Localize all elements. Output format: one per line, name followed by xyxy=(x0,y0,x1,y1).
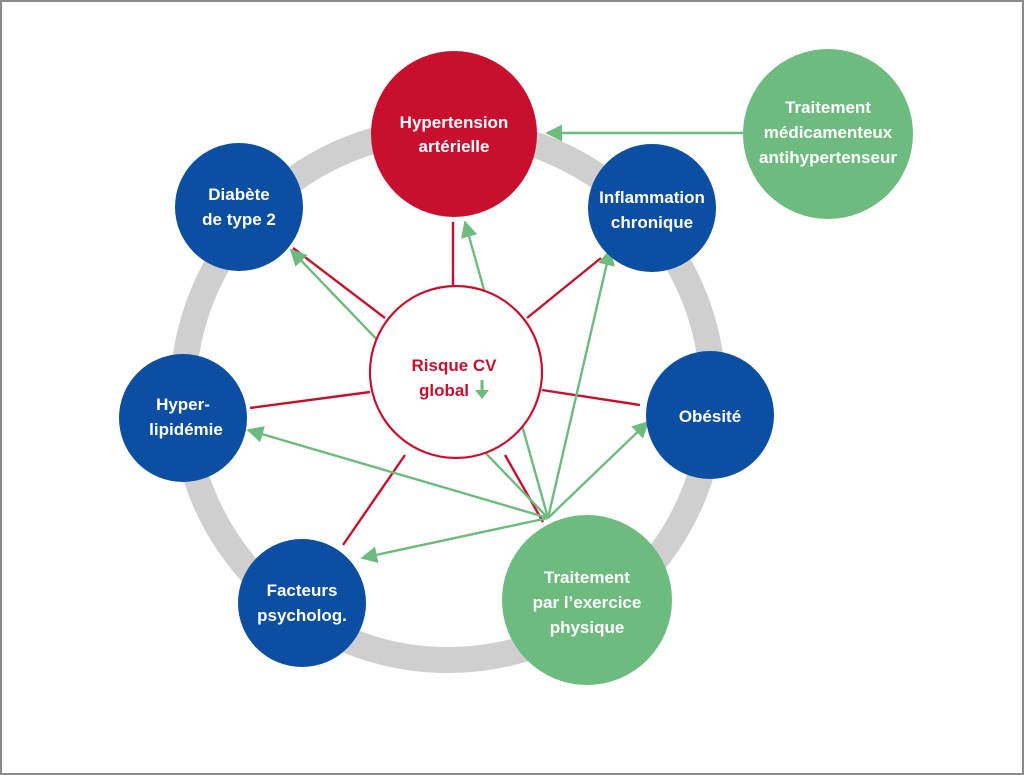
node-traitement-exercice-line1: Traitement xyxy=(544,568,630,587)
red-line-inflammation xyxy=(526,257,602,319)
center-circle xyxy=(368,284,544,460)
node-diabete-line1: Diabète xyxy=(208,185,269,204)
node-hypertension-line1: Hypertension xyxy=(400,113,509,132)
node-hypertension-circle xyxy=(371,51,537,217)
red-line-exercice xyxy=(503,454,545,523)
green-arrow-exercice-to-facteurs xyxy=(360,516,549,564)
red-line-diabete xyxy=(292,247,386,319)
node-hyperlipidemie: Hyper- lipidémie xyxy=(119,354,247,482)
red-connectors xyxy=(249,222,641,546)
node-traitement-exercice-line2: par l’exercice xyxy=(533,593,642,612)
node-traitement-medicamenteux-line3: antihypertenseur xyxy=(759,148,897,167)
node-inflammation-line1: Inflammation xyxy=(599,188,705,207)
node-obesite-line1: Obésité xyxy=(679,407,741,426)
node-diabete-circle xyxy=(175,143,303,271)
node-traitement-exercice: Traitement par l’exercice physique xyxy=(502,515,672,685)
node-traitement-exercice-circle xyxy=(502,515,672,685)
node-diabete-line2: de type 2 xyxy=(202,210,276,229)
node-obesite: Obésité xyxy=(646,351,774,479)
center-label-line2: global xyxy=(419,381,469,400)
red-line-obesite xyxy=(541,388,641,407)
green-connectors xyxy=(246,124,743,564)
node-inflammation-line2: chronique xyxy=(611,213,693,232)
node-traitement-medicamenteux-line2: médicamenteux xyxy=(764,123,893,142)
node-inflammation-circle xyxy=(588,144,716,272)
node-hyperlipidemie-circle xyxy=(119,354,247,482)
green-arrow-exercice-to-obesite xyxy=(547,420,650,519)
green-arrow-exercice-to-inflammation xyxy=(546,248,615,519)
node-hyperlipidemie-line1: Hyper- xyxy=(156,395,210,414)
red-line-hyperlipidemie xyxy=(249,390,371,410)
node-hyperlipidemie-line2: lipidémie xyxy=(149,420,223,439)
green-arrow-exercice-to-hyperlipidemie xyxy=(246,426,549,520)
node-diabete: Diabète de type 2 xyxy=(175,143,303,271)
node-facteurs-circle xyxy=(238,539,366,667)
node-hypertension: Hypertension artérielle xyxy=(371,51,537,217)
node-inflammation: Inflammation chronique xyxy=(588,144,716,272)
center-node: Risque CV global xyxy=(368,284,544,460)
node-facteurs: Facteurs psycholog. xyxy=(238,539,366,667)
node-traitement-medicamenteux: Traitement médicamenteux antihypertenseu… xyxy=(743,49,913,219)
node-facteurs-line2: psycholog. xyxy=(257,606,347,625)
node-hypertension-line2: artérielle xyxy=(419,137,490,156)
node-facteurs-line1: Facteurs xyxy=(267,581,338,600)
node-traitement-medicamenteux-line1: Traitement xyxy=(785,98,871,117)
center-label-line1: Risque CV xyxy=(411,356,497,375)
node-obesite-circle xyxy=(646,351,774,479)
red-line-facteurs xyxy=(342,454,406,546)
down-arrow-icon xyxy=(475,380,489,399)
node-traitement-exercice-line3: physique xyxy=(550,618,625,637)
node-traitement-medicamenteux-circle xyxy=(743,49,913,219)
